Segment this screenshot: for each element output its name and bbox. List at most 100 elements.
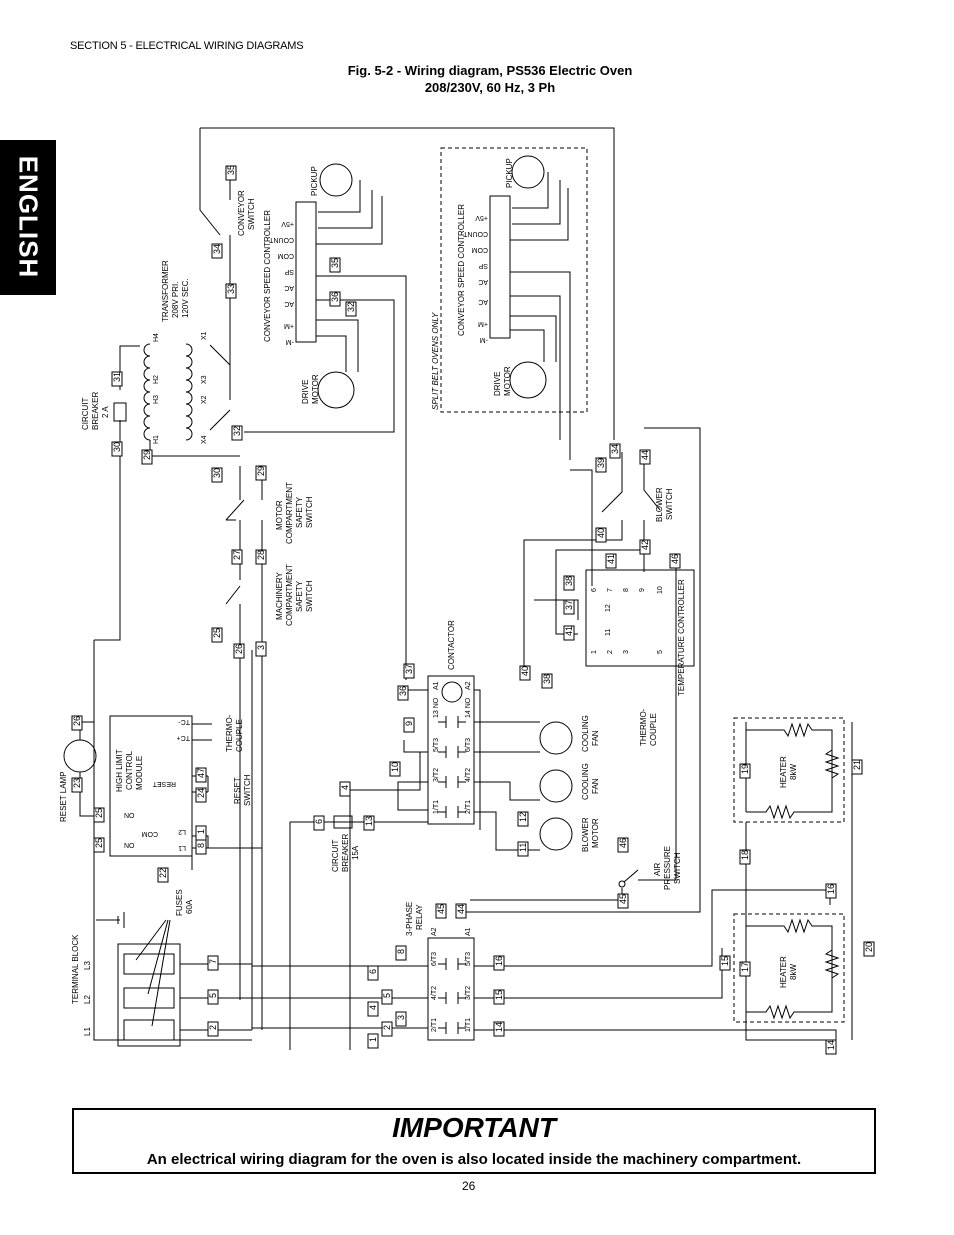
- svg-text:36: 36: [330, 292, 340, 302]
- reset-switch-label: RESET: [233, 777, 242, 804]
- drive-motor-label-2: MOTOR: [311, 374, 320, 404]
- notice-body: An electrical wiring diagram for the ove…: [146, 1151, 802, 1168]
- svg-text:28: 28: [256, 550, 266, 560]
- reset-switch-label-2: SWITCH: [243, 774, 252, 806]
- svg-text:39: 39: [596, 458, 606, 468]
- contactor-pin-6t3: 6/T3: [465, 738, 472, 752]
- pin-plus-m: +M: [284, 322, 294, 329]
- svg-text:29: 29: [142, 450, 152, 460]
- svg-text:45: 45: [618, 894, 628, 904]
- pin-minus-m: -M: [286, 338, 294, 345]
- svg-text:6: 6: [314, 819, 324, 824]
- cooling-fan-label: COOLING: [581, 715, 590, 752]
- split-pin-minus-m: -M: [480, 336, 488, 343]
- temperature-controller-label: TEMPERATURE CONTROLLER: [677, 579, 686, 696]
- svg-text:3: 3: [256, 645, 266, 650]
- svg-text:25: 25: [94, 808, 104, 818]
- drive-motor-label: DRIVE: [301, 380, 310, 404]
- high-limit-label-3: MODULE: [135, 756, 144, 790]
- svg-text:4: 4: [368, 1005, 378, 1010]
- fuses-label: FUSES: [175, 889, 184, 916]
- cooling-fan-2-label: COOLING: [581, 763, 590, 800]
- svg-text:3: 3: [396, 1015, 406, 1020]
- temp-pin-2: 2: [607, 650, 614, 654]
- svg-text:18: 18: [740, 850, 750, 860]
- pin-x1: X1: [201, 331, 208, 340]
- svg-text:24: 24: [196, 788, 206, 798]
- split-pin-ac-1: AC: [478, 278, 488, 285]
- svg-text:41: 41: [606, 554, 616, 564]
- svg-text:8: 8: [396, 949, 406, 954]
- breaker-15a-label-2: BREAKER: [341, 834, 350, 872]
- svg-text:25: 25: [94, 838, 104, 848]
- svg-text:44: 44: [640, 450, 650, 460]
- svg-text:1: 1: [368, 1037, 378, 1042]
- terminal-l3-label: L3: [83, 961, 92, 970]
- svg-text:36: 36: [398, 686, 408, 696]
- pin-com: COM: [278, 252, 295, 259]
- svg-text:42: 42: [640, 540, 650, 550]
- svg-text:16: 16: [826, 884, 836, 894]
- svg-text:15: 15: [720, 956, 730, 966]
- svg-text:32: 32: [346, 302, 356, 312]
- contactor-pin-14: 14 NO: [465, 697, 472, 718]
- cooling-fan-label-2: FAN: [591, 730, 600, 746]
- figure-subtitle-line: 208/230V, 60 Hz, 3 Ph: [424, 80, 556, 95]
- transformer-label-2: 208V PRI.: [171, 282, 180, 318]
- hl-pin-tc-plus: TC+: [177, 734, 190, 741]
- svg-text:8: 8: [196, 843, 206, 848]
- svg-text:5: 5: [208, 993, 218, 998]
- pin-x4: X4: [201, 435, 208, 444]
- hl-pin-tc-minus: TC-: [178, 718, 190, 725]
- pin-sp: SP: [284, 268, 294, 275]
- figure-title-line: Fig. 5-2 - Wiring diagram, PS536 Electri…: [347, 63, 633, 78]
- svg-text:45: 45: [436, 904, 446, 914]
- pin-x3: X3: [201, 375, 208, 384]
- svg-text:15: 15: [494, 990, 504, 1000]
- hl-thermocouple-label-2: COUPLE: [235, 719, 244, 752]
- cooling-fan-2-label-2: FAN: [591, 778, 600, 794]
- conveyor-switch-label: CONVEYOR: [237, 190, 246, 236]
- svg-text:10: 10: [390, 762, 400, 772]
- svg-text:1: 1: [196, 829, 206, 834]
- svg-text:34: 34: [610, 444, 620, 454]
- pin-ac-2: AC: [284, 300, 294, 307]
- relay-pin-5t3: 5/T3: [465, 952, 472, 966]
- svg-text:23: 23: [72, 778, 82, 788]
- split-pin-com: COM: [472, 246, 489, 253]
- svg-text:22: 22: [158, 868, 168, 878]
- high-limit-label-2: CONTROL: [125, 750, 134, 790]
- terminal-l1-label: L1: [83, 1027, 92, 1036]
- contactor-pin-4t2: 4/T2: [465, 768, 472, 782]
- hl-pin-no-1: NO: [124, 813, 135, 820]
- svg-text:30: 30: [212, 468, 222, 478]
- svg-text:26: 26: [72, 716, 82, 726]
- blower-motor-label: BLOWER: [581, 817, 590, 852]
- figure-title: Fig. 5-2 - Wiring diagram, PS536 Electri…: [250, 62, 730, 96]
- pickup-label: PICKUP: [310, 166, 319, 196]
- motor-safety-label-4: SWITCH: [305, 496, 314, 528]
- svg-text:34: 34: [212, 244, 222, 254]
- svg-text:35: 35: [226, 165, 236, 175]
- contactor-pin-5t3: 5/T3: [433, 738, 440, 752]
- svg-text:16: 16: [494, 956, 504, 966]
- contactor-pin-13: 13 NO: [433, 697, 440, 718]
- machinery-safety-label-4: SWITCH: [305, 580, 314, 612]
- speed-controller-label: CONVEYOR SPEED CONTROLLER: [263, 210, 272, 342]
- split-pin-count: COUNT: [462, 230, 488, 237]
- pin-x2: X2: [201, 395, 208, 404]
- notice-heading: IMPORTANT: [392, 1112, 556, 1143]
- split-pin-plus-m: +M: [478, 320, 488, 327]
- svg-text:14: 14: [826, 1040, 836, 1050]
- relay-pin-4t2: 4/T2: [431, 986, 438, 1000]
- svg-text:2: 2: [382, 1025, 392, 1030]
- pin-5v: +5V: [281, 220, 294, 227]
- svg-text:30: 30: [112, 442, 122, 452]
- machinery-safety-label-2: COMPARTMENT: [285, 564, 294, 626]
- svg-text:25: 25: [212, 628, 222, 638]
- conveyor-switch-label-2: SWITCH: [247, 198, 256, 230]
- contactor-pin-1t1: 1/T1: [433, 800, 440, 814]
- fuses-label-2: 60A: [185, 899, 194, 914]
- contactor-pin-a2: A2: [465, 681, 472, 690]
- svg-text:46: 46: [670, 554, 680, 564]
